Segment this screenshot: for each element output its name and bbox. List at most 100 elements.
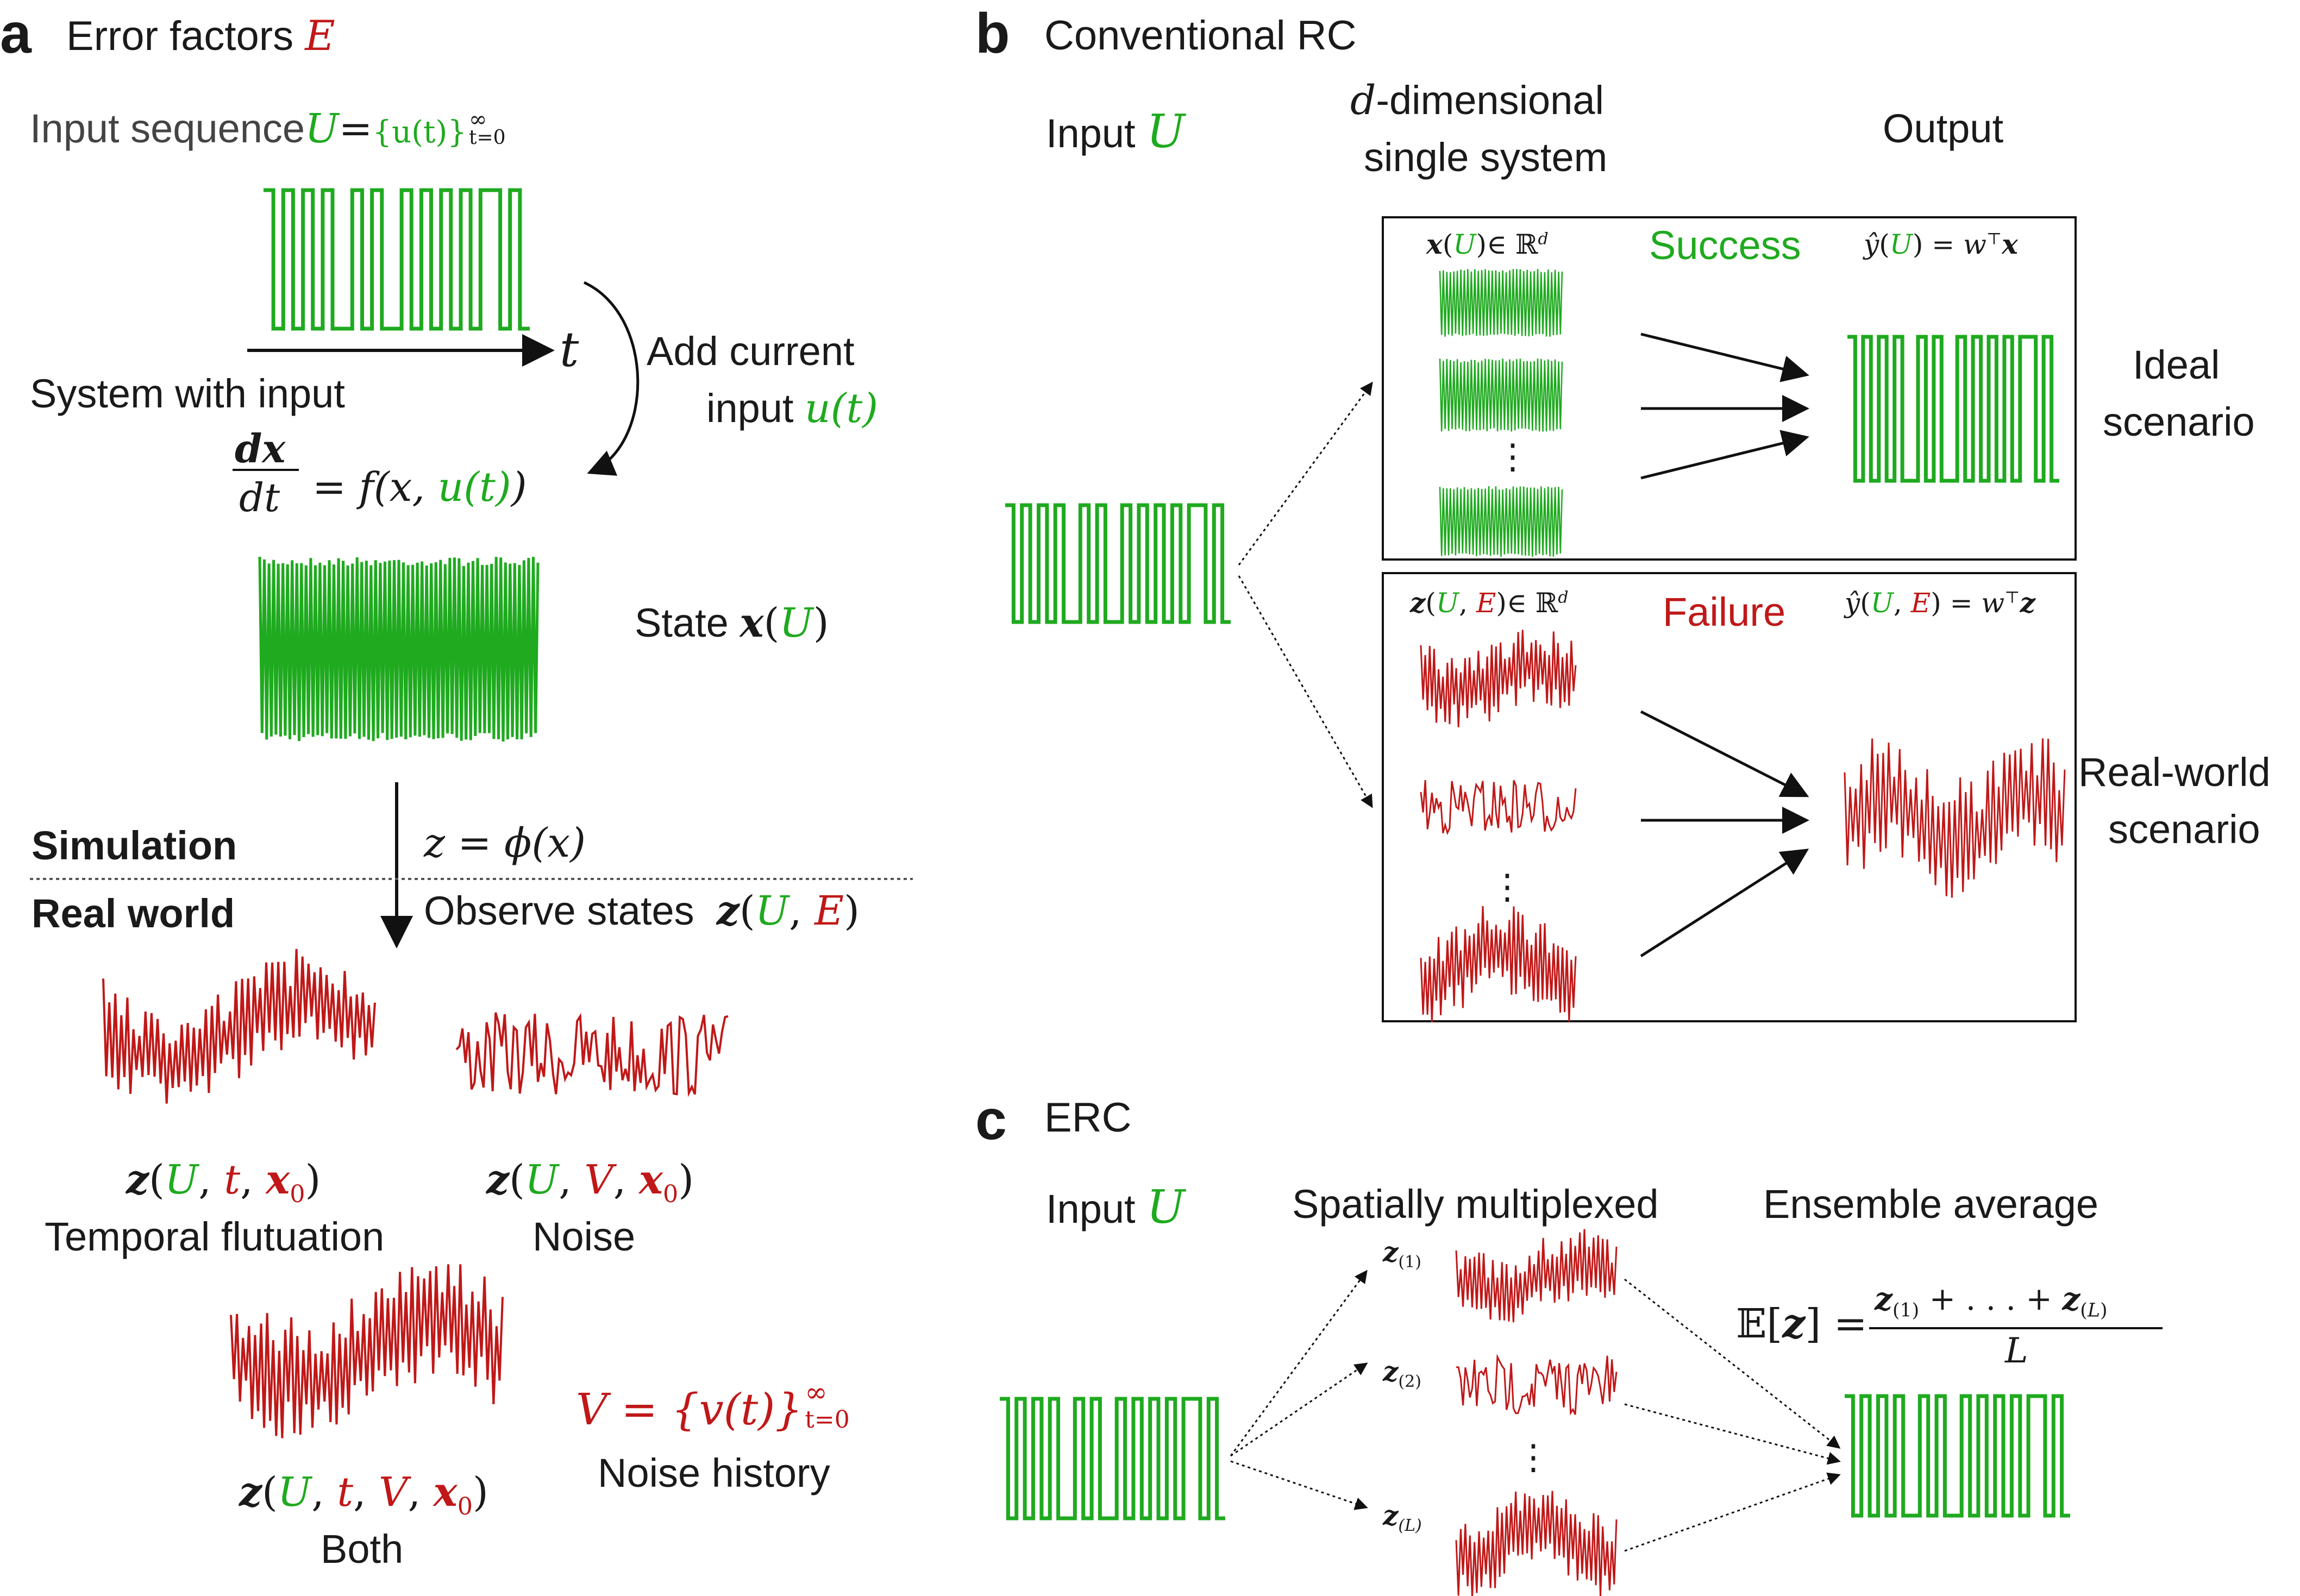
feedback-curve-arrow [583,281,640,476]
observe-U: U [755,888,789,934]
real-scenario-line1: Real-world [2078,750,2271,795]
real-world-label: Real world [32,891,235,936]
failure-label: Failure [1663,589,1786,634]
noise-wave [455,1012,729,1097]
zL-label: z(L) [1383,1502,1422,1534]
time-axis-label: t [560,322,579,378]
ideal-yhat-x: x [2002,228,2018,260]
real-state-signals [1420,630,1577,1023]
system-d-symbol: d [1350,77,1376,124]
ideal-transpose: ⊤ [1986,229,2002,249]
state-signal-a [258,556,540,742]
simulation-label: Simulation [32,823,237,868]
noise-history-set: V = {v(t)}∞t=0 [576,1379,850,1432]
system-line2: single system [1364,135,1608,180]
ideal-arrow-1 [1640,332,1809,382]
real-state-label: z(U, E)∈ ℝd [1410,587,1569,619]
ode-rhs-post: ) [511,464,527,511]
ideal-state-sup: d [1538,229,1549,249]
ideal-state-2 [1439,358,1563,432]
z2-label: z(2) [1383,1358,1421,1390]
multiplex-state-L [1455,1491,1618,1596]
noise-symbol: z(U, V, x0) [486,1157,694,1208]
state-label: State x(U) [635,600,829,646]
ideal-state-label: x(U)∈ ℝd [1426,228,1549,260]
error-symbol-E: E [305,11,335,60]
input-wave-c [1000,1397,1225,1520]
ode-numerator: dx [235,425,286,472]
input-range-sub: t=0 [469,127,506,149]
z2-symbol: z [1383,1355,1399,1387]
input-square-wave-a [264,188,530,331]
z1-sub: (1) [1398,1253,1421,1272]
noise-history-label: Noise history [598,1450,830,1496]
ideal-state-signals [1439,269,1563,557]
z1-label: z(1) [1383,1239,1421,1271]
ideal-vdots: ⋮ [1495,437,1530,476]
panel-a-title: Error factors E [66,15,335,57]
real-output-wave [1844,738,2066,898]
dotted-arrow-from-zL [1624,1472,1841,1552]
ideal-scenario-box [1382,216,2077,561]
ideal-scenario-line2: scenario [2103,399,2255,444]
temporal-symbol: z(U, t, x0) [126,1157,321,1208]
observe-E: E [814,888,844,934]
panel-c-input-symbol: U [1146,1180,1185,1234]
dotted-arrow-to-z1 [1230,1270,1368,1456]
multiplex-label: Spatially multiplexed [1292,1182,1659,1227]
input-sequence-label: Input sequenceU={u(t)}∞t=0 [30,107,506,150]
input-square-wave-c [1000,1397,1225,1520]
panel-b-input-text: Input [1046,111,1136,156]
ideal-scenario-line1: Ideal [2133,342,2220,387]
both-symbol: z(U, t, V, x0) [239,1469,488,1520]
dotted-arrow-from-z1 [1624,1278,1841,1449]
input-symbol-U: U [305,105,339,152]
input-set: {u(t)} [372,115,467,150]
panel-c-letter: c [975,1089,1007,1152]
output-label: Output [1883,106,2004,151]
real-arrow-3 [1640,849,1809,958]
temporal-wave [102,948,376,1104]
temporal-caption: Temporal flutuation [45,1214,385,1259]
input-square-wave-b [1005,503,1231,624]
zL-symbol: z [1383,1499,1399,1531]
state-U: U [779,600,813,646]
observe-states-text: Observe states [424,888,694,933]
z2-sub: (2) [1398,1372,1421,1391]
multiplex-state-1 [1455,1229,1618,1323]
real-state-sup: d [1558,588,1569,607]
input-range-sup: ∞ [469,107,487,132]
panel-b-letter: b [975,2,1010,65]
panel-b-input-label: Input U [1046,109,1185,154]
ensemble-label: Ensemble average [1763,1182,2099,1227]
dotted-arrow-from-z2 [1624,1403,1841,1465]
ensemble-output-signal [1845,1394,2070,1518]
dotted-arrow-to-real [1238,575,1373,808]
add-current-symbol: u(t) [805,385,879,432]
state-wave-a [258,556,540,742]
dotted-arrow-to-z2 [1230,1362,1368,1457]
noise-signal [455,1012,729,1097]
panel-c-input-text: Input [1046,1186,1136,1231]
system-line1: d-dimensional [1350,80,1604,121]
zL-sub: (L) [1398,1516,1422,1535]
panel-a-letter: a [0,2,32,65]
ode-rhs-pre: = f(x, [312,464,438,511]
ideal-state-3 [1439,486,1563,557]
add-current-line1: Add current [647,329,855,374]
both-wave [230,1264,504,1438]
real-transpose: ⊤ [2004,588,2020,607]
panel-c-title: ERC [1044,1095,1132,1141]
system-line1-text: -dimensional [1376,78,1604,123]
input-eq: = [339,105,373,152]
observe-states-label: Observe states z(U, E) [424,888,860,934]
observe-z: z [716,888,739,934]
noise-history-sup: ∞ [805,1377,828,1408]
input-wave-b [1005,503,1231,624]
ode-denominator: dt [239,475,280,520]
real-state-2 [1420,780,1577,835]
both-signal [230,1264,504,1438]
input-wave-a [264,188,530,331]
